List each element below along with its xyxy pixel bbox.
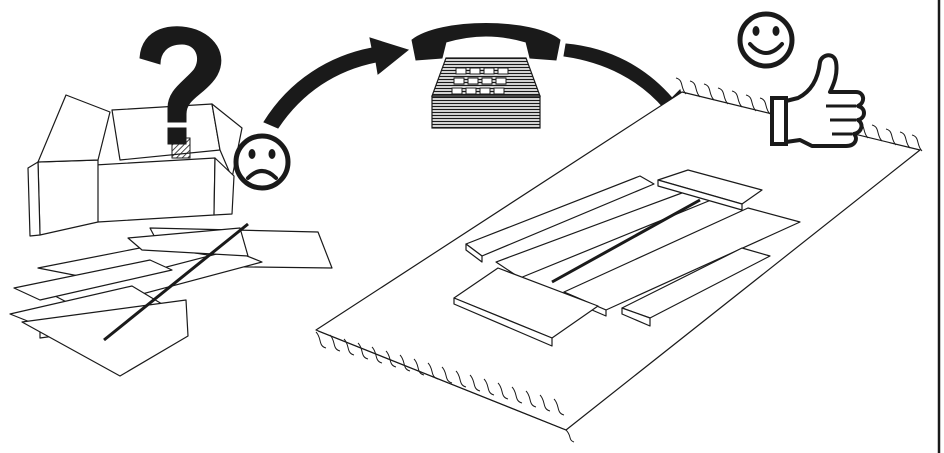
box-front-wall (95, 158, 215, 222)
box-back-wall (112, 104, 220, 160)
telephone-icon (412, 24, 560, 129)
box-lid-edge (28, 162, 40, 236)
open-box (28, 95, 242, 236)
box-left-wall (38, 160, 98, 235)
scattered-panels (10, 224, 332, 376)
thumbs-up-icon (772, 55, 864, 146)
arrow-to-phone-icon (264, 38, 408, 128)
box-lid-flap (38, 95, 110, 162)
sad-face-icon (236, 136, 288, 188)
happy-face-icon (740, 14, 792, 66)
